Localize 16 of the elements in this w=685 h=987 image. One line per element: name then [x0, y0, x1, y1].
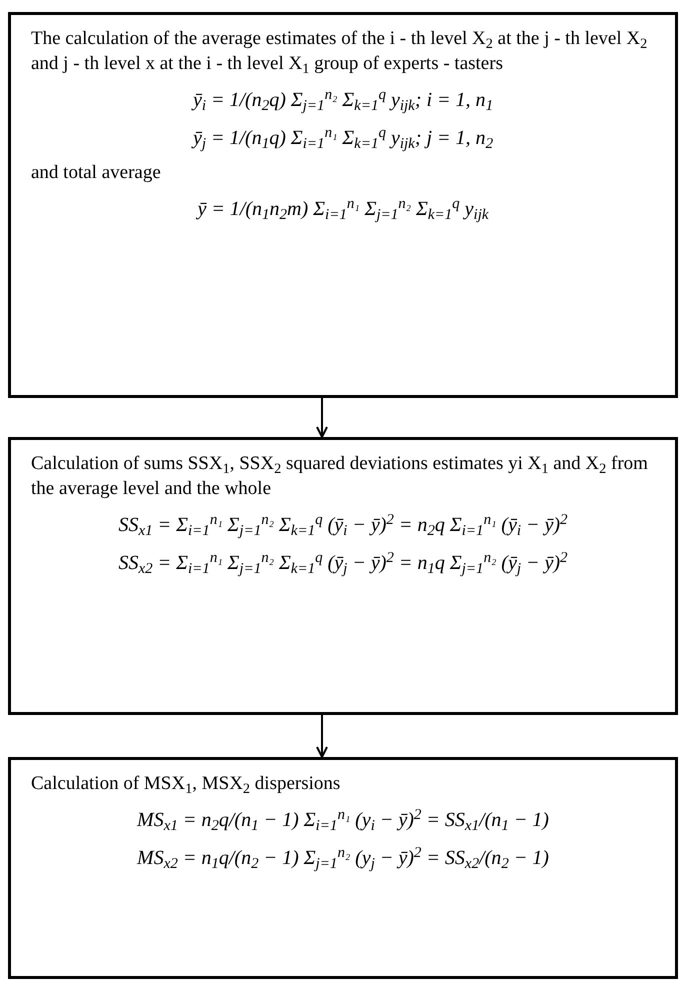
formula: SS$_{x2}$ = Σ$_{i=1}$$^{n₁}$ Σ$_{j=1}$$^{n₂}$ Σ$_{k=1}$$^{q}$ (ȳ$_{j}$ − ȳ)$^{2}$ = n$_{1}$q Σ$_{j=1}$$^{n₂}$ (ȳ$_{j}$ − ȳ)$^{2}$	[118, 552, 568, 574]
formula: ȳ = 1/(n$_{1}$n$_{2}$m) Σ$_{i=1}$$^{n₁}$ Σ$_{j=1}$$^{n₂}$ Σ$_{k=1}$$^{q}$ y$_{ijk}$	[197, 198, 489, 220]
arrow	[316, 398, 328, 438]
formula: MS$_{x1}$ = n$_{2}$q/(n$_{1}$ − 1) Σ$_{i=1}$$^{n₁}$ (y$_{i}$ − ȳ)$^{2}$ = SS$_{x1}$/(n$_{1}$ − 1)	[137, 809, 549, 831]
description-text: Calculation of sums SSX$_{1}$, SSX$_{2}$ squared deviations estimates yi X$_{1}$ and X$_{2}$ from the average level and the whole	[31, 453, 648, 499]
formula: SS$_{x1}$ = Σ$_{i=1}$$^{n₁}$ Σ$_{j=1}$$^{n₂}$ Σ$_{k=1}$$^{q}$ (ȳ$_{i}$ − ȳ)$^{2}$ = n$_{2}$q Σ$_{i=1}$$^{n₁}$ (ȳ$_{i}$ − ȳ)$^{2}$	[118, 514, 568, 536]
process-box	[8, 757, 678, 979]
description-text: and total average	[31, 162, 161, 183]
formula: ȳ$_{i}$ = 1/(n$_{2}$q) Σ$_{j=1}$$^{n₂}$ Σ$_{k=1}$$^{q}$ y$_{ijk}$; i = 1, n$_{1}$	[192, 89, 494, 111]
arrow	[316, 715, 328, 758]
process-box	[8, 437, 678, 715]
process-box	[8, 12, 678, 398]
formula: ȳ$_{j}$ = 1/(n$_{1}$q) Σ$_{i=1}$$^{n₁}$ Σ$_{k=1}$$^{q}$ y$_{ijk}$; j = 1, n$_{2}$	[192, 127, 494, 149]
description-text: The calculation of the average estimates of the i - th level X$_{2}$ at the j - th level X$_{2}$ and j - th level x at the i - th level X$_{1}$ group of experts - tasters	[31, 28, 648, 74]
formula: MS$_{x2}$ = n$_{1}$q/(n$_{2}$ − 1) Σ$_{j=1}$$^{n₂}$ (y$_{j}$ − ȳ)$^{2}$ = SS$_{x2}$/(n$_{2}$ − 1)	[137, 847, 549, 869]
description-text: Calculation of MSX$_{1}$, MSX$_{2}$ dispersions	[31, 773, 340, 794]
